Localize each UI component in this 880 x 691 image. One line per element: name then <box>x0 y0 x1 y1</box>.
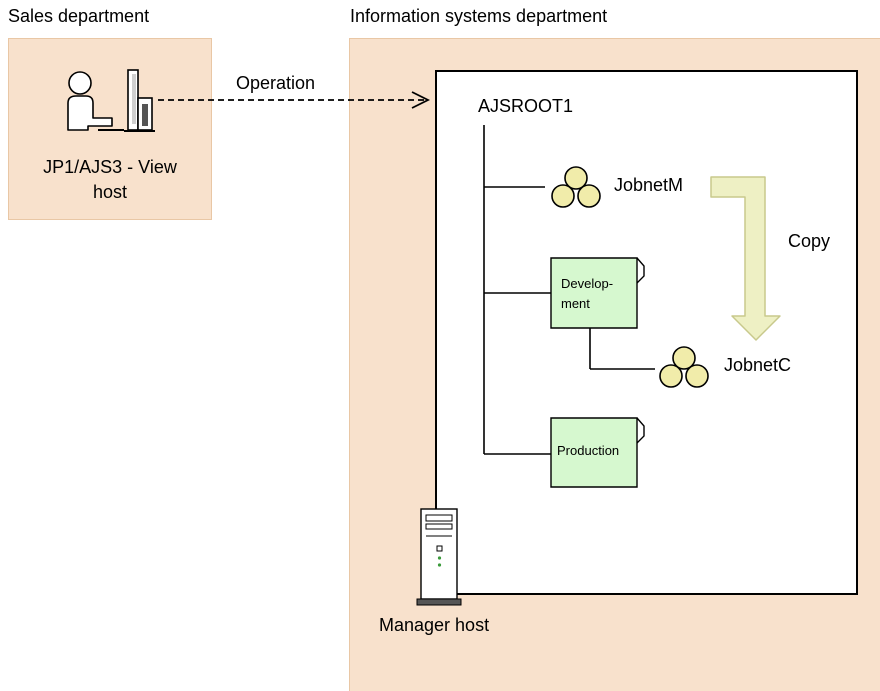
production-label: Production <box>557 443 620 458</box>
development-group-icon <box>550 257 645 329</box>
view-host-label-line1: JP1/AJS3 - View <box>43 157 177 177</box>
development-label-line1: Develop- <box>561 276 614 291</box>
manager-host-label: Manager host <box>379 615 490 635</box>
manager-host-panel <box>435 70 858 595</box>
development-label-line2: ment <box>561 296 590 311</box>
copy-arrow <box>710 176 781 341</box>
jobnet-m-icon <box>551 166 601 208</box>
jobnet-m-label: JobnetM <box>614 175 684 195</box>
tree-root-label: AJSROOT1 <box>478 96 574 116</box>
tree-connectors <box>483 125 655 455</box>
view-host-label-line2: host <box>92 182 128 202</box>
jobnet-c-icon <box>659 346 709 388</box>
operation-label: Operation <box>236 73 316 93</box>
jobnet-c-label: JobnetC <box>724 355 792 375</box>
user-at-workstation-icon <box>67 69 155 132</box>
operation-arrow <box>158 91 431 109</box>
production-group-icon <box>550 417 645 488</box>
server-tower-icon <box>416 508 462 606</box>
copy-label: Copy <box>788 231 831 251</box>
sales-department-title: Sales department <box>8 6 150 26</box>
info-department-title: Information systems department <box>350 6 608 26</box>
